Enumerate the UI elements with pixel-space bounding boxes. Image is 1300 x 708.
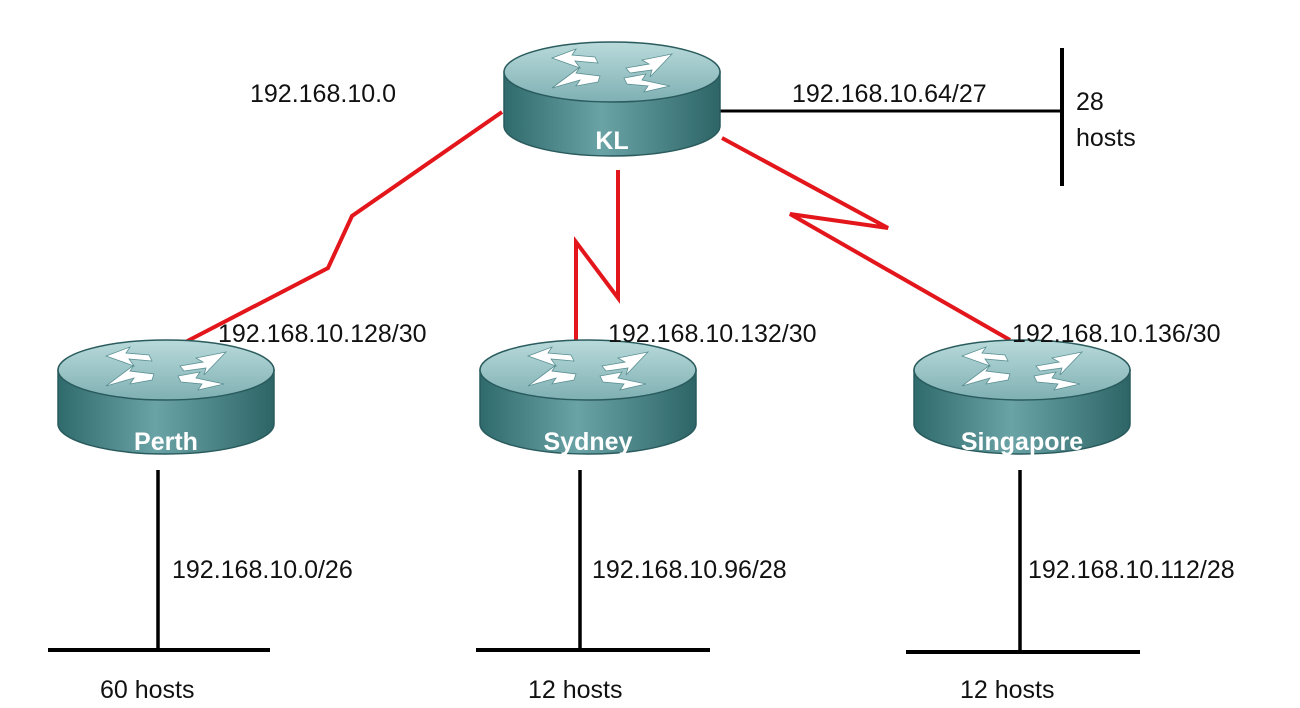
kl-summary-label: 192.168.10.0 — [250, 80, 396, 108]
router-sydney-name: Sydney — [544, 428, 633, 456]
kl-singapore-serial-link — [721, 136, 1011, 342]
router-kl[interactable]: KL — [503, 41, 721, 157]
sydney-lan-subnet-label: 192.168.10.96/28 — [592, 556, 787, 584]
kl-lan-hosts-count: 28 — [1076, 88, 1104, 116]
singapore-hosts-label: 12 hosts — [960, 676, 1055, 704]
kl-perth-serial-link — [173, 110, 504, 350]
lan-lines — [48, 48, 1140, 654]
singapore-wan-label: 192.168.10.136/30 — [1012, 320, 1221, 348]
sydney-wan-label: 192.168.10.132/30 — [608, 320, 817, 348]
singapore-lan-subnet-label: 192.168.10.112/28 — [1028, 556, 1235, 584]
router-singapore-name: Singapore — [961, 428, 1083, 456]
perth-lan-subnet-label: 192.168.10.0/26 — [172, 556, 353, 584]
sydney-hosts-label: 12 hosts — [528, 676, 623, 704]
router-perth-name: Perth — [134, 428, 198, 456]
kl-sydney-serial-link — [574, 170, 620, 346]
router-sydney[interactable]: Sydney — [479, 339, 697, 456]
router-singapore[interactable]: Singapore — [913, 339, 1131, 456]
wan-links — [173, 110, 1011, 350]
router-perth[interactable]: Perth — [57, 339, 275, 456]
router-kl-name: KL — [595, 127, 628, 155]
kl-lan-subnet-label: 192.168.10.64/27 — [792, 80, 987, 108]
labels: 192.168.10.0 192.168.10.64/27 28 hosts 1… — [100, 80, 1235, 704]
kl-lan-hosts-word: hosts — [1076, 124, 1136, 152]
perth-wan-label: 192.168.10.128/30 — [218, 320, 427, 348]
perth-hosts-label: 60 hosts — [100, 676, 195, 704]
